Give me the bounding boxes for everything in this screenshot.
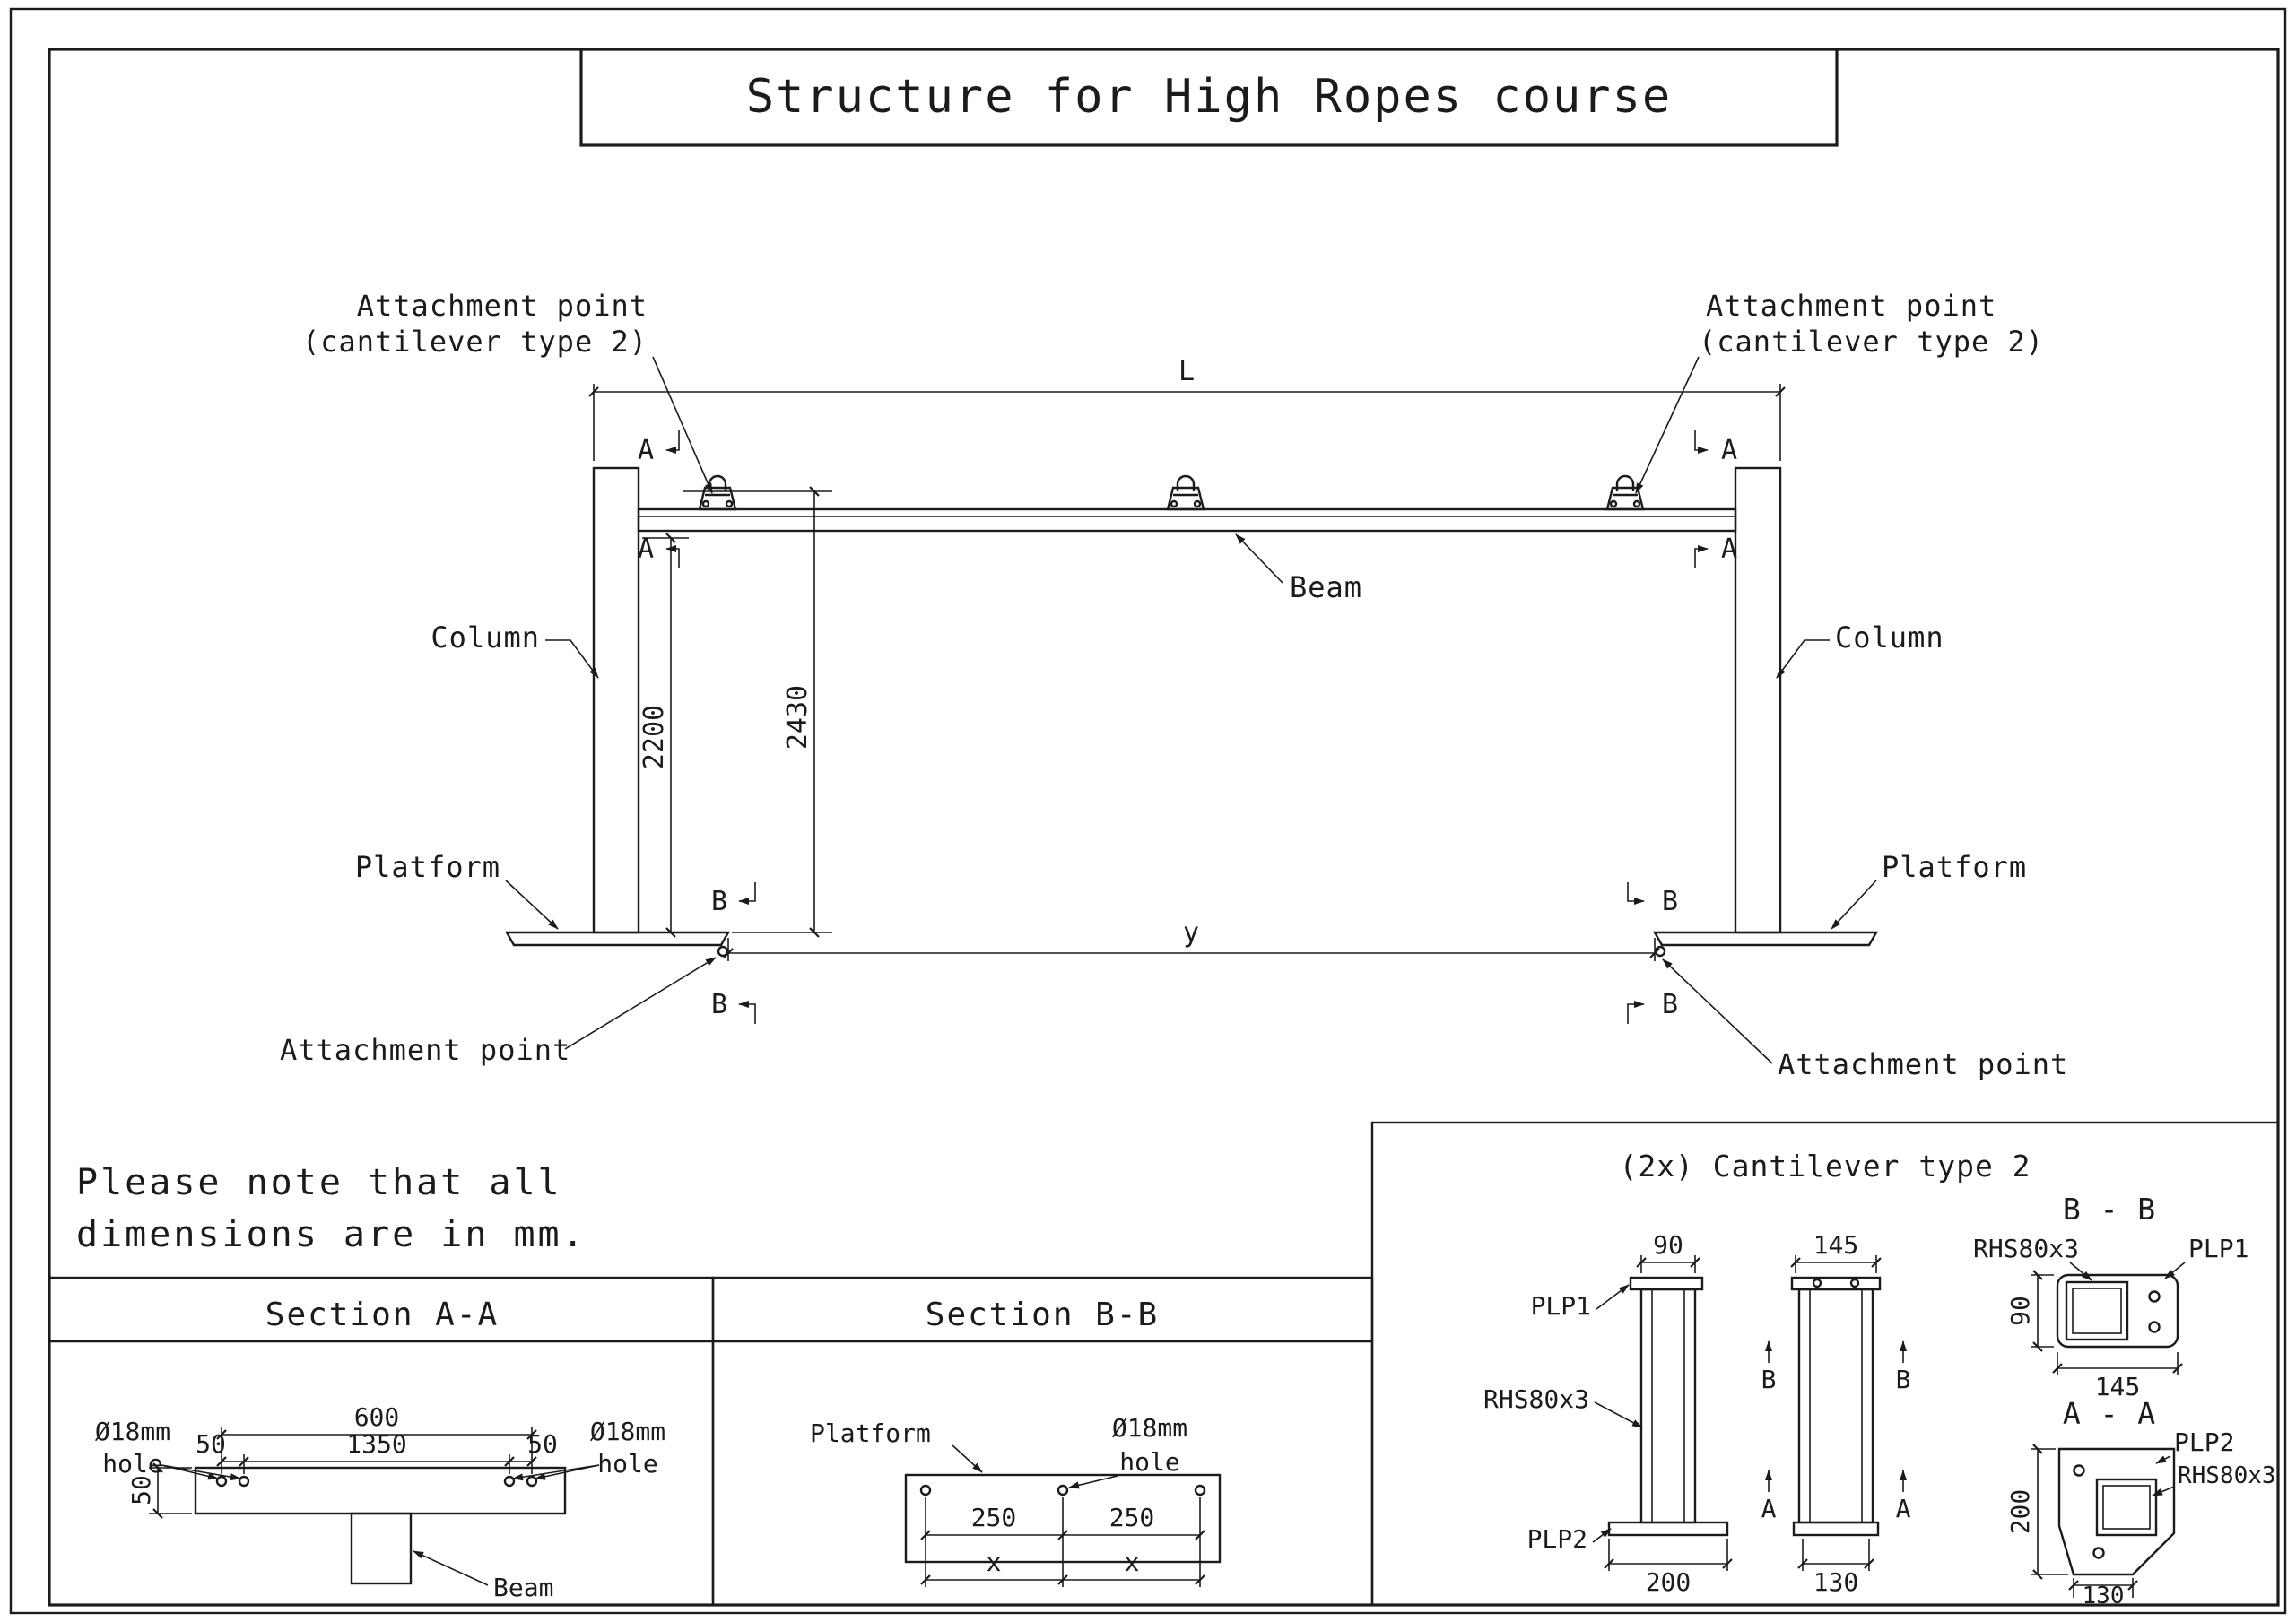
label-rhs-bb: RHS80x3 (1973, 1234, 2079, 1263)
label-plp2-aa: PLP2 (2174, 1427, 2234, 1457)
beam-clamp-center (1166, 474, 1205, 511)
page-frame (9, 7, 2287, 1615)
bb-detail-title: B - B (2063, 1192, 2156, 1227)
dim-label-600: 600 (354, 1402, 400, 1432)
label-beam-section: Beam (493, 1573, 553, 1602)
dim-label-2200: 2200 (639, 705, 670, 769)
label-plp1-bb: PLP1 (2188, 1234, 2248, 1263)
label-hole-bb-1: Ø18mm (1112, 1413, 1187, 1443)
dim-label-x-right: x (1125, 1548, 1140, 1577)
marker-a-right: A (1896, 1494, 1911, 1523)
cantilever-aa-detail: A - A PLP2 RHS80x3 200 130 (2005, 1396, 2276, 1609)
section-marker-a: A (638, 435, 654, 466)
section-marker-b: B (711, 886, 727, 917)
label-attachment-top-left-1: Attachment point (357, 289, 648, 323)
dim-label-250-left: 250 (971, 1503, 1017, 1532)
note-line-1: Please note that all (76, 1162, 562, 1203)
label-attachment-top-right-1: Attachment point (1706, 289, 1996, 323)
label-hole-left-1: Ø18mm (95, 1417, 170, 1446)
label-hole-bb-2: hole (1119, 1447, 1179, 1477)
label-attachment-bottom-left: Attachment point (280, 1033, 570, 1067)
dimension-span-y: y (723, 917, 1660, 961)
label-platform-right: Platform (1882, 850, 2027, 884)
label-rhs-aa: RHS80x3 (2178, 1462, 2276, 1489)
label-beam: Beam (1290, 570, 1362, 604)
section-aa-plate (194, 1466, 567, 1515)
section-marker-b: B (1662, 989, 1678, 1020)
label-platform-section: Platform (810, 1418, 931, 1448)
section-marker-b: B (1662, 886, 1678, 917)
dim-label-L: L (1178, 356, 1195, 387)
dim-label-thickness-50: 50 (126, 1475, 156, 1505)
section-aa-panel: Section A-A 600 50 1350 50 50 Ø18mm hole… (48, 1276, 715, 1607)
marker-a-left: A (1761, 1494, 1777, 1523)
dimension-2200: 2200 (639, 533, 689, 938)
dimension-span-L: L (588, 356, 1786, 461)
beam-clamp-left (698, 474, 737, 511)
section-bb-panel: Section B-B Platform Ø18mm hole 250 250 … (711, 1276, 1374, 1607)
beam-clamp-right (1605, 474, 1645, 511)
section-marker-a: A (1721, 435, 1737, 466)
title-block: Structure for High Ropes course (579, 48, 1839, 147)
page-title: Structure for High Ropes course (746, 70, 1673, 124)
dim-label-90: 90 (1653, 1230, 1683, 1260)
cantilever-title: (2x) Cantilever type 2 (1619, 1149, 2031, 1184)
section-aa-beam (350, 1512, 413, 1585)
main-elevation: L 2200 2430 y A A A (280, 289, 2068, 1081)
cantilever-panel: (2x) Cantilever type 2 90 PLP1 RHS80x3 P… (1370, 1121, 2280, 1609)
label-plp2: PLP2 (1527, 1524, 1587, 1554)
label-hole-left-2: hole (102, 1449, 162, 1479)
label-hole-right-2: hole (597, 1449, 657, 1479)
beam-shape (637, 507, 1737, 533)
section-bb-title: Section B-B (926, 1297, 1159, 1333)
label-attachment-top-left-2: (cantilever type 2) (302, 325, 648, 359)
label-platform-left: Platform (355, 850, 500, 884)
cantilever-side-view: 145 B B A A 130 (1761, 1230, 1911, 1597)
section-markers-a: A A A A (638, 430, 1737, 568)
cantilever-front-view: 90 PLP1 RHS80x3 PLP2 200 (1483, 1230, 1733, 1597)
section-markers-b: B B B B (711, 882, 1678, 1024)
label-hole-right-1: Ø18mm (590, 1417, 665, 1446)
dim-label-x-left: x (987, 1548, 1002, 1577)
column-left-shape (592, 466, 640, 934)
platform-right-shape (1652, 931, 1879, 947)
section-marker-b: B (711, 989, 727, 1020)
label-rhs80x3: RHS80x3 (1483, 1384, 1589, 1414)
marker-b-right: B (1896, 1365, 1911, 1394)
note-line-2: dimensions are in mm. (76, 1214, 587, 1255)
dimension-note: Please note that all dimensions are in m… (76, 1162, 587, 1255)
dim-label-145: 145 (1813, 1230, 1859, 1260)
marker-b-left: B (1761, 1365, 1777, 1394)
dim-label-200: 200 (1646, 1567, 1692, 1597)
label-column-left: Column (430, 620, 540, 655)
attachment-point-left-shape (717, 945, 729, 958)
dim-label-y: y (1183, 917, 1199, 949)
dimension-2430: 2430 (683, 486, 832, 938)
column-right-shape (1734, 466, 1782, 934)
cantilever-bb-detail: B - B RHS80x3 PLP1 90 145 (1973, 1192, 2248, 1401)
dim-label-130: 130 (1813, 1567, 1859, 1597)
aa-detail-title: A - A (2063, 1396, 2156, 1431)
label-plp1: PLP1 (1531, 1291, 1591, 1321)
dim-label-bb-145: 145 (2095, 1372, 2141, 1401)
dim-label-aa-130: 130 (2083, 1583, 2125, 1609)
dim-label-bb-90: 90 (2005, 1296, 2035, 1326)
label-column-right: Column (1835, 620, 1944, 655)
dim-label-1350: 1350 (346, 1429, 406, 1459)
label-attachment-top-right-2: (cantilever type 2) (1699, 325, 2044, 359)
section-aa-title: Section A-A (265, 1297, 499, 1333)
dim-label-aa-200: 200 (2005, 1489, 2035, 1535)
dim-label-250-right: 250 (1109, 1503, 1155, 1532)
section-marker-a: A (638, 533, 654, 565)
platform-left-shape (504, 931, 731, 947)
label-attachment-bottom-right: Attachment point (1778, 1047, 2068, 1081)
attachment-point-right-shape (1654, 945, 1666, 958)
section-marker-a: A (1721, 533, 1737, 565)
dim-label-2430: 2430 (782, 685, 813, 750)
dim-label-50-left: 50 (196, 1429, 226, 1459)
main-callouts: Attachment point (cantilever type 2) Att… (280, 289, 2068, 1081)
dim-label-50-right: 50 (527, 1429, 558, 1459)
